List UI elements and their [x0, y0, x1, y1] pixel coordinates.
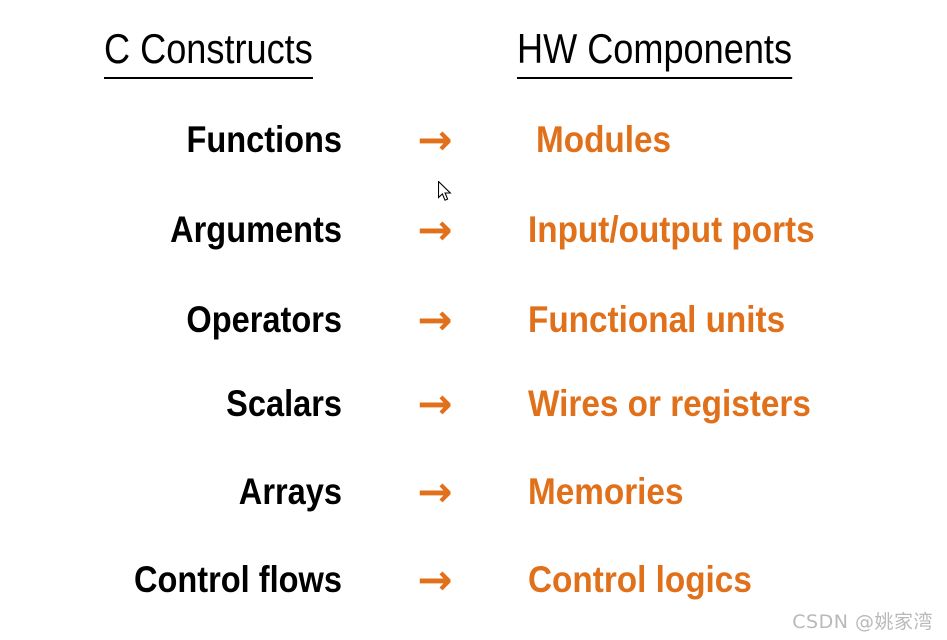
c-construct-label: Control flows: [133, 559, 342, 600]
right-arrow-icon: →: [417, 295, 453, 344]
table-row: Arrays → Memories: [0, 464, 947, 524]
c-construct-label: Operators: [186, 299, 342, 340]
right-arrow-icon: →: [417, 205, 453, 254]
hw-component-label: Wires or registers: [528, 383, 811, 424]
hw-component-label: Control logics: [528, 559, 752, 600]
column-header-hw-components: HW Components: [517, 24, 793, 79]
hw-component-label: Input/output ports: [528, 209, 815, 250]
right-arrow-icon: →: [417, 379, 453, 428]
hw-component-label: Functional units: [528, 299, 786, 340]
table-row: Scalars → Wires or registers: [0, 376, 947, 436]
column-header-c-constructs: C Constructs: [104, 24, 313, 79]
c-construct-label: Arrays: [238, 471, 342, 512]
hw-component-label: Memories: [528, 471, 684, 512]
column-headers: C Constructs HW Components: [0, 24, 947, 86]
table-row: Functions → Modules: [0, 112, 947, 172]
c-construct-label: Scalars: [226, 383, 342, 424]
mouse-cursor-icon: [438, 181, 452, 201]
right-arrow-icon: →: [417, 467, 453, 516]
c-construct-label: Arguments: [170, 209, 342, 250]
table-row: Operators → Functional units: [0, 292, 947, 352]
hw-component-label: Modules: [536, 119, 672, 160]
csdn-watermark: CSDN @姚家湾: [792, 611, 933, 633]
right-arrow-icon: →: [417, 115, 453, 164]
table-row: Arguments → Input/output ports: [0, 202, 947, 262]
right-arrow-icon: →: [417, 555, 453, 604]
c-construct-label: Functions: [186, 119, 342, 160]
table-row: Control flows → Control logics: [0, 552, 947, 612]
